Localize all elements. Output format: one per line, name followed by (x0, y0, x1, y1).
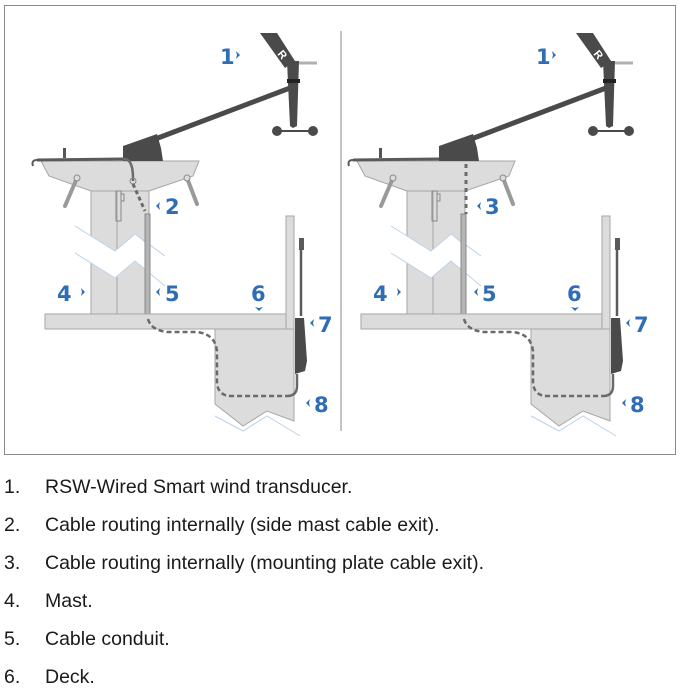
legend-text: Mast. (45, 590, 93, 612)
callout-arrow-icon (156, 288, 160, 296)
callout-6: 6 (251, 282, 266, 306)
callout-arrow-icon (397, 288, 401, 296)
callout-arrow-icon (156, 202, 160, 210)
panel-side-mast-exit: 1 2 4 5 6 7 8 R (33, 33, 333, 436)
legend-text: RSW-Wired Smart wind transducer. (45, 476, 353, 498)
callout-arrow-icon (306, 399, 310, 407)
callout-arrow-icon (81, 288, 85, 296)
callout-arrow-icon (626, 319, 630, 327)
callout-arrow-icon (552, 51, 556, 59)
legend-number: 3. (4, 552, 21, 574)
callout-1: 1 (220, 45, 235, 69)
legend-number: 2. (4, 514, 21, 536)
legend-text: Deck. (45, 666, 95, 688)
legend-number: 4. (4, 590, 21, 612)
diagram-canvas: 1 2 4 5 6 7 8 R 1 3 4 (5, 6, 649, 456)
legend-text: Cable routing internally (mounting plate… (45, 552, 484, 574)
callout-arrow-icon (236, 51, 240, 59)
callout-2: 2 (165, 195, 180, 219)
callout-3: 3 (485, 195, 500, 219)
legend-number: 6. (4, 666, 21, 688)
panel-mounting-plate-exit: 1 3 4 5 6 7 8 R (349, 33, 649, 436)
callout-arrow-icon (255, 307, 263, 311)
legend-text: Cable conduit. (45, 628, 170, 650)
callout-7: 7 (634, 313, 649, 337)
callout-6: 6 (567, 282, 582, 306)
callout-arrow-icon (310, 319, 314, 327)
legend-text: Cable routing internally (side mast cabl… (45, 514, 440, 536)
callout-8: 8 (630, 393, 645, 417)
installation-diagram: 1 2 4 5 6 7 8 R 1 3 4 (4, 5, 676, 455)
callout-arrow-icon (622, 399, 626, 407)
callout-1: 1 (536, 45, 551, 69)
legend-number: 1. (4, 476, 21, 498)
callout-arrow-icon (477, 202, 481, 210)
callout-5: 5 (482, 282, 497, 306)
legend-number: 5. (4, 628, 21, 650)
callout-4: 4 (57, 282, 72, 306)
callout-4: 4 (373, 282, 388, 306)
callout-arrow-icon (571, 307, 579, 311)
callout-5: 5 (165, 282, 180, 306)
callout-8: 8 (314, 393, 329, 417)
callout-arrow-icon (474, 288, 478, 296)
callout-7: 7 (318, 313, 333, 337)
